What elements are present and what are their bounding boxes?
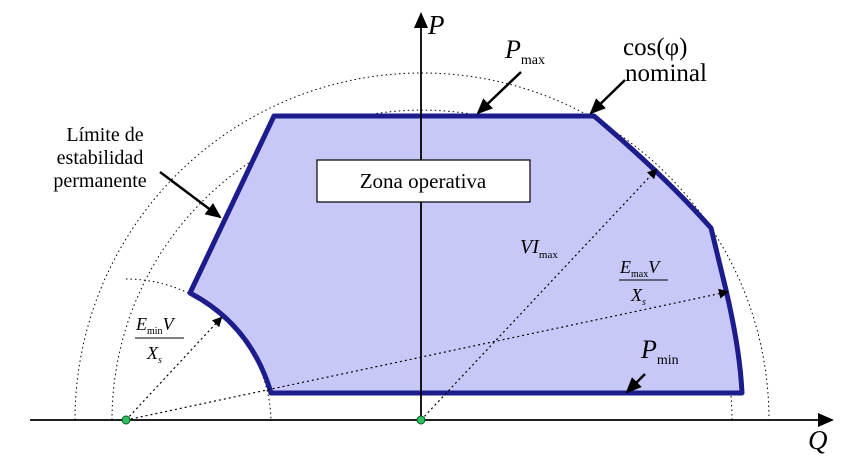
zone-label-box (316, 159, 531, 203)
emin-vector (125, 316, 223, 421)
emax-fraction: EmaxV Xs (619, 257, 668, 308)
stability-limit-pointer (159, 171, 222, 219)
emin-center-dot (121, 415, 131, 425)
pmax-pointer (476, 71, 522, 115)
q-axis-label: Q (808, 425, 828, 455)
nominal-label: nominal (625, 60, 707, 87)
stability-limit-line3: permanente (53, 170, 146, 192)
zone-label: Zona operativa (360, 169, 487, 193)
operating-region (187, 113, 745, 396)
inner-reference-circle (111, 109, 733, 421)
p-axis-label: P (427, 10, 445, 40)
pmin-label: Pmin (640, 335, 679, 368)
cos-phi-label: cos(φ) (623, 34, 687, 61)
outer-reference-circle (74, 72, 770, 421)
cos-phi-pointer (589, 79, 626, 115)
origin-dot (416, 415, 426, 425)
pmax-label: Pmax (504, 35, 545, 68)
vi-max-label: VImax (520, 236, 558, 261)
svg-text:EminV: EminV (135, 314, 176, 337)
stability-limit-line2: estabilidad (57, 147, 144, 169)
emin-fraction: EminV Xs (135, 314, 184, 366)
svg-text:Xs: Xs (146, 343, 162, 366)
svg-text:Xs: Xs (630, 285, 646, 308)
stability-limit-line1: Límite de (66, 124, 143, 146)
vi-max-vector (420, 168, 658, 421)
pmin-pointer (625, 373, 646, 394)
svg-text:EmaxV: EmaxV (619, 257, 661, 280)
